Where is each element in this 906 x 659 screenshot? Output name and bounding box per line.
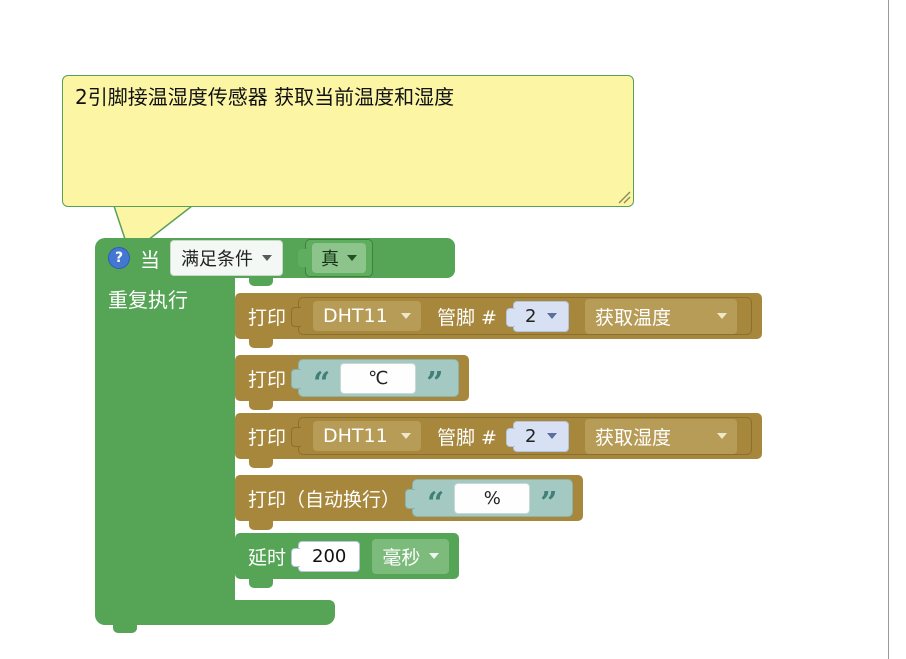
reading-dropdown[interactable]: 获取湿度	[584, 418, 737, 454]
delay-block[interactable]: 延时 200 毫秒	[235, 533, 460, 588]
print-temperature-block[interactable]: 打印 DHT11 管脚 # 2 获取温度	[235, 293, 762, 348]
print-label: 打印	[248, 368, 287, 391]
loop-block-body[interactable]	[95, 277, 235, 601]
condition-dropdown[interactable]: 满足条件	[170, 240, 283, 276]
print-label: 打印	[248, 306, 287, 329]
chevron-down-icon	[347, 255, 357, 261]
pin-value: 2	[524, 305, 537, 327]
next-connector	[113, 624, 137, 633]
chevron-down-icon	[401, 313, 412, 319]
print-celsius-block[interactable]: 打印 “ ℃ ”	[235, 355, 469, 410]
unit-value: 毫秒	[382, 546, 421, 569]
open-quote-icon: “	[313, 366, 331, 401]
unit-dropdown[interactable]: 毫秒	[372, 538, 450, 574]
comment-resize-handle[interactable]	[618, 191, 631, 204]
close-quote-icon: ”	[426, 366, 444, 401]
chevron-down-icon	[546, 433, 557, 439]
dht-read-temperature-block[interactable]: DHT11 管脚 # 2 获取温度	[291, 297, 752, 335]
reading-value: 获取湿度	[594, 426, 671, 449]
delay-value-input[interactable]: 200	[290, 540, 361, 572]
sensor-value: DHT11	[323, 425, 388, 447]
true-value-block[interactable]: 真	[305, 239, 373, 277]
comment-bubble[interactable]: 2引脚接温湿度传感器 获取当前温度和湿度	[62, 75, 634, 207]
repeat-label: 重复执行	[108, 288, 188, 312]
string-input[interactable]: ℃	[340, 362, 417, 394]
comment-text[interactable]: 2引脚接温湿度传感器 获取当前温度和湿度	[75, 85, 455, 109]
sensor-value: DHT11	[323, 305, 388, 327]
close-quote-icon: ”	[540, 486, 558, 521]
panel-edge	[888, 0, 889, 659]
when-block-header[interactable]: ? 当 满足条件 真	[95, 238, 455, 278]
println-percent-block[interactable]: 打印（自动换行） “ % ”	[235, 475, 583, 530]
chevron-down-icon	[429, 553, 440, 559]
sensor-dropdown[interactable]: DHT11	[313, 421, 422, 451]
when-label: 当	[140, 247, 160, 272]
sensor-dropdown[interactable]: DHT11	[313, 301, 422, 331]
string-value-block[interactable]: “ % ”	[405, 479, 573, 521]
open-quote-icon: “	[427, 486, 445, 521]
true-dropdown[interactable]: 真	[312, 243, 366, 273]
pin-label: 管脚 #	[437, 426, 497, 449]
chevron-down-icon	[262, 255, 272, 261]
pin-dropdown[interactable]: 2	[505, 300, 569, 332]
chevron-down-icon	[716, 313, 727, 319]
string-input[interactable]: %	[454, 482, 531, 514]
true-value: 真	[321, 249, 339, 270]
statement-connector	[249, 277, 273, 286]
reading-dropdown[interactable]: 获取温度	[584, 298, 737, 334]
chevron-down-icon	[546, 313, 557, 319]
pin-dropdown[interactable]: 2	[505, 420, 569, 452]
pin-label: 管脚 #	[437, 306, 497, 329]
loop-block-footer[interactable]	[95, 600, 335, 625]
chevron-down-icon	[401, 433, 412, 439]
println-label: 打印（自动换行）	[248, 488, 401, 511]
delay-label: 延时	[248, 546, 287, 569]
condition-value: 满足条件	[181, 249, 253, 270]
chevron-down-icon	[716, 433, 727, 439]
reading-value: 获取温度	[594, 306, 671, 329]
pin-value: 2	[524, 425, 537, 447]
dht-read-humidity-block[interactable]: DHT11 管脚 # 2 获取湿度	[291, 417, 752, 455]
help-icon[interactable]: ?	[108, 247, 130, 269]
print-label: 打印	[248, 426, 287, 449]
string-value-block[interactable]: “ ℃ ”	[291, 359, 459, 401]
print-humidity-block[interactable]: 打印 DHT11 管脚 # 2 获取湿度	[235, 413, 762, 468]
